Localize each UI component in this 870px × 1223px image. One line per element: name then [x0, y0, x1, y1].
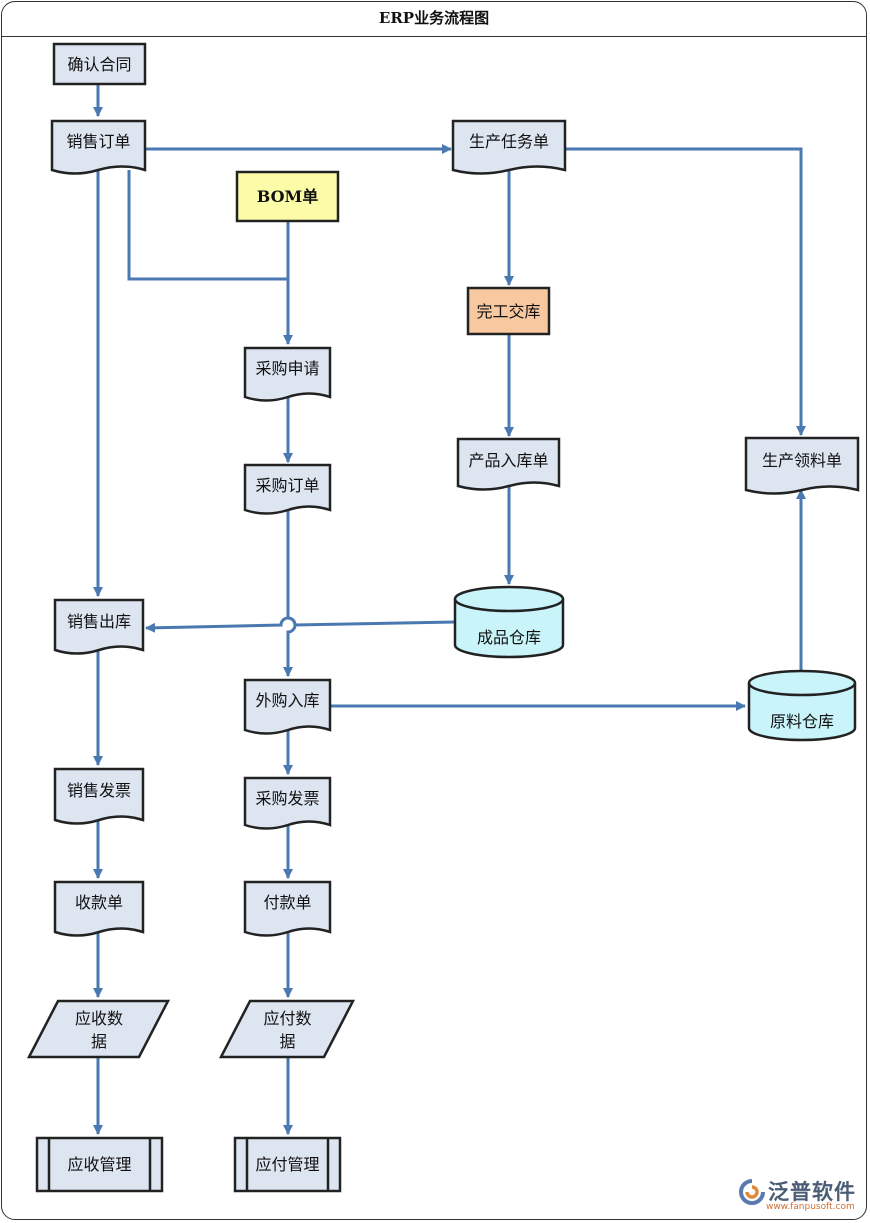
node-sales-outbound: 销售出库	[53, 598, 145, 655]
svg-text:销售发票: 销售发票	[67, 781, 131, 800]
svg-text:产品入库单: 产品入库单	[468, 451, 548, 470]
arrow-production-task-to-picking	[565, 147, 806, 436]
arrow-warehouse-to-sales-outbound	[145, 616, 456, 633]
node-receivable-data: 应收数 据	[26, 999, 171, 1059]
svg-text:销售订单: 销售订单	[66, 132, 130, 151]
node-purchase-order: 采购订单	[243, 463, 332, 515]
node-purchase-request: 采购申请	[243, 346, 332, 402]
diagram-title: ERP业务流程图	[378, 9, 490, 27]
brand-swirl-icon	[739, 1179, 765, 1205]
svg-text:成品仓库: 成品仓库	[477, 628, 541, 647]
svg-text:收款单: 收款单	[75, 893, 123, 912]
line-sales-order-to-junction	[127, 170, 288, 281]
svg-text:生产任务单: 生产任务单	[469, 132, 549, 151]
node-product-inbound: 产品入库单	[456, 437, 561, 491]
node-payable-mgmt: 应付管理	[233, 1136, 342, 1193]
node-raw-warehouse: 原料仓库	[747, 669, 857, 742]
brand-name: 泛普软件	[768, 1180, 856, 1204]
node-bom: BOM单	[235, 170, 340, 223]
node-completion-storage: 完工交库	[466, 286, 551, 336]
svg-text:生产领料单: 生产领料单	[762, 451, 842, 470]
svg-text:BOM单: BOM单	[257, 187, 318, 206]
node-receivable-mgmt: 应收管理	[35, 1136, 164, 1193]
svg-text:外购入库: 外购入库	[255, 691, 319, 710]
svg-text:采购订单: 采购订单	[255, 476, 319, 495]
node-finished-warehouse: 成品仓库	[453, 585, 565, 659]
node-sales-invoice: 销售发票	[53, 767, 145, 825]
arrow-purchase-order-to-external-inbound	[283, 510, 297, 677]
node-payable-data: 应付数 据	[218, 999, 356, 1059]
node-sales-order: 销售订单	[50, 119, 147, 175]
node-external-inbound: 外购入库	[243, 678, 332, 735]
svg-text:确认合同: 确认合同	[67, 55, 131, 74]
svg-text:应收数: 应收数	[75, 1009, 123, 1028]
node-production-task: 生产任务单	[451, 119, 567, 175]
svg-text:据: 据	[91, 1032, 107, 1051]
node-purchase-invoice: 采购发票	[243, 776, 332, 830]
svg-text:采购发票: 采购发票	[255, 789, 319, 808]
svg-text:完工交库: 完工交库	[476, 302, 540, 321]
svg-text:应付数: 应付数	[263, 1009, 311, 1028]
svg-text:采购申请: 采购申请	[255, 359, 319, 378]
brand-url: www.fanpusoft.com	[766, 1202, 855, 1212]
title-bar: ERP业务流程图	[1, 1, 867, 37]
svg-text:销售出库: 销售出库	[67, 612, 131, 631]
svg-text:应收管理: 应收管理	[67, 1155, 131, 1174]
node-production-picking: 生产领料单	[744, 436, 860, 495]
connectors	[93, 84, 806, 1135]
node-receipt: 收款单	[53, 880, 145, 937]
node-confirm-contract: 确认合同	[52, 42, 147, 86]
svg-text:据: 据	[279, 1032, 295, 1051]
svg-text:应付管理: 应付管理	[255, 1155, 319, 1174]
brand-logo: 泛普软件 www.fanpusoft.com	[738, 1174, 863, 1216]
svg-text:付款单: 付款单	[263, 893, 311, 912]
node-payment: 付款单	[243, 880, 332, 937]
svg-text:原料仓库: 原料仓库	[770, 712, 834, 731]
